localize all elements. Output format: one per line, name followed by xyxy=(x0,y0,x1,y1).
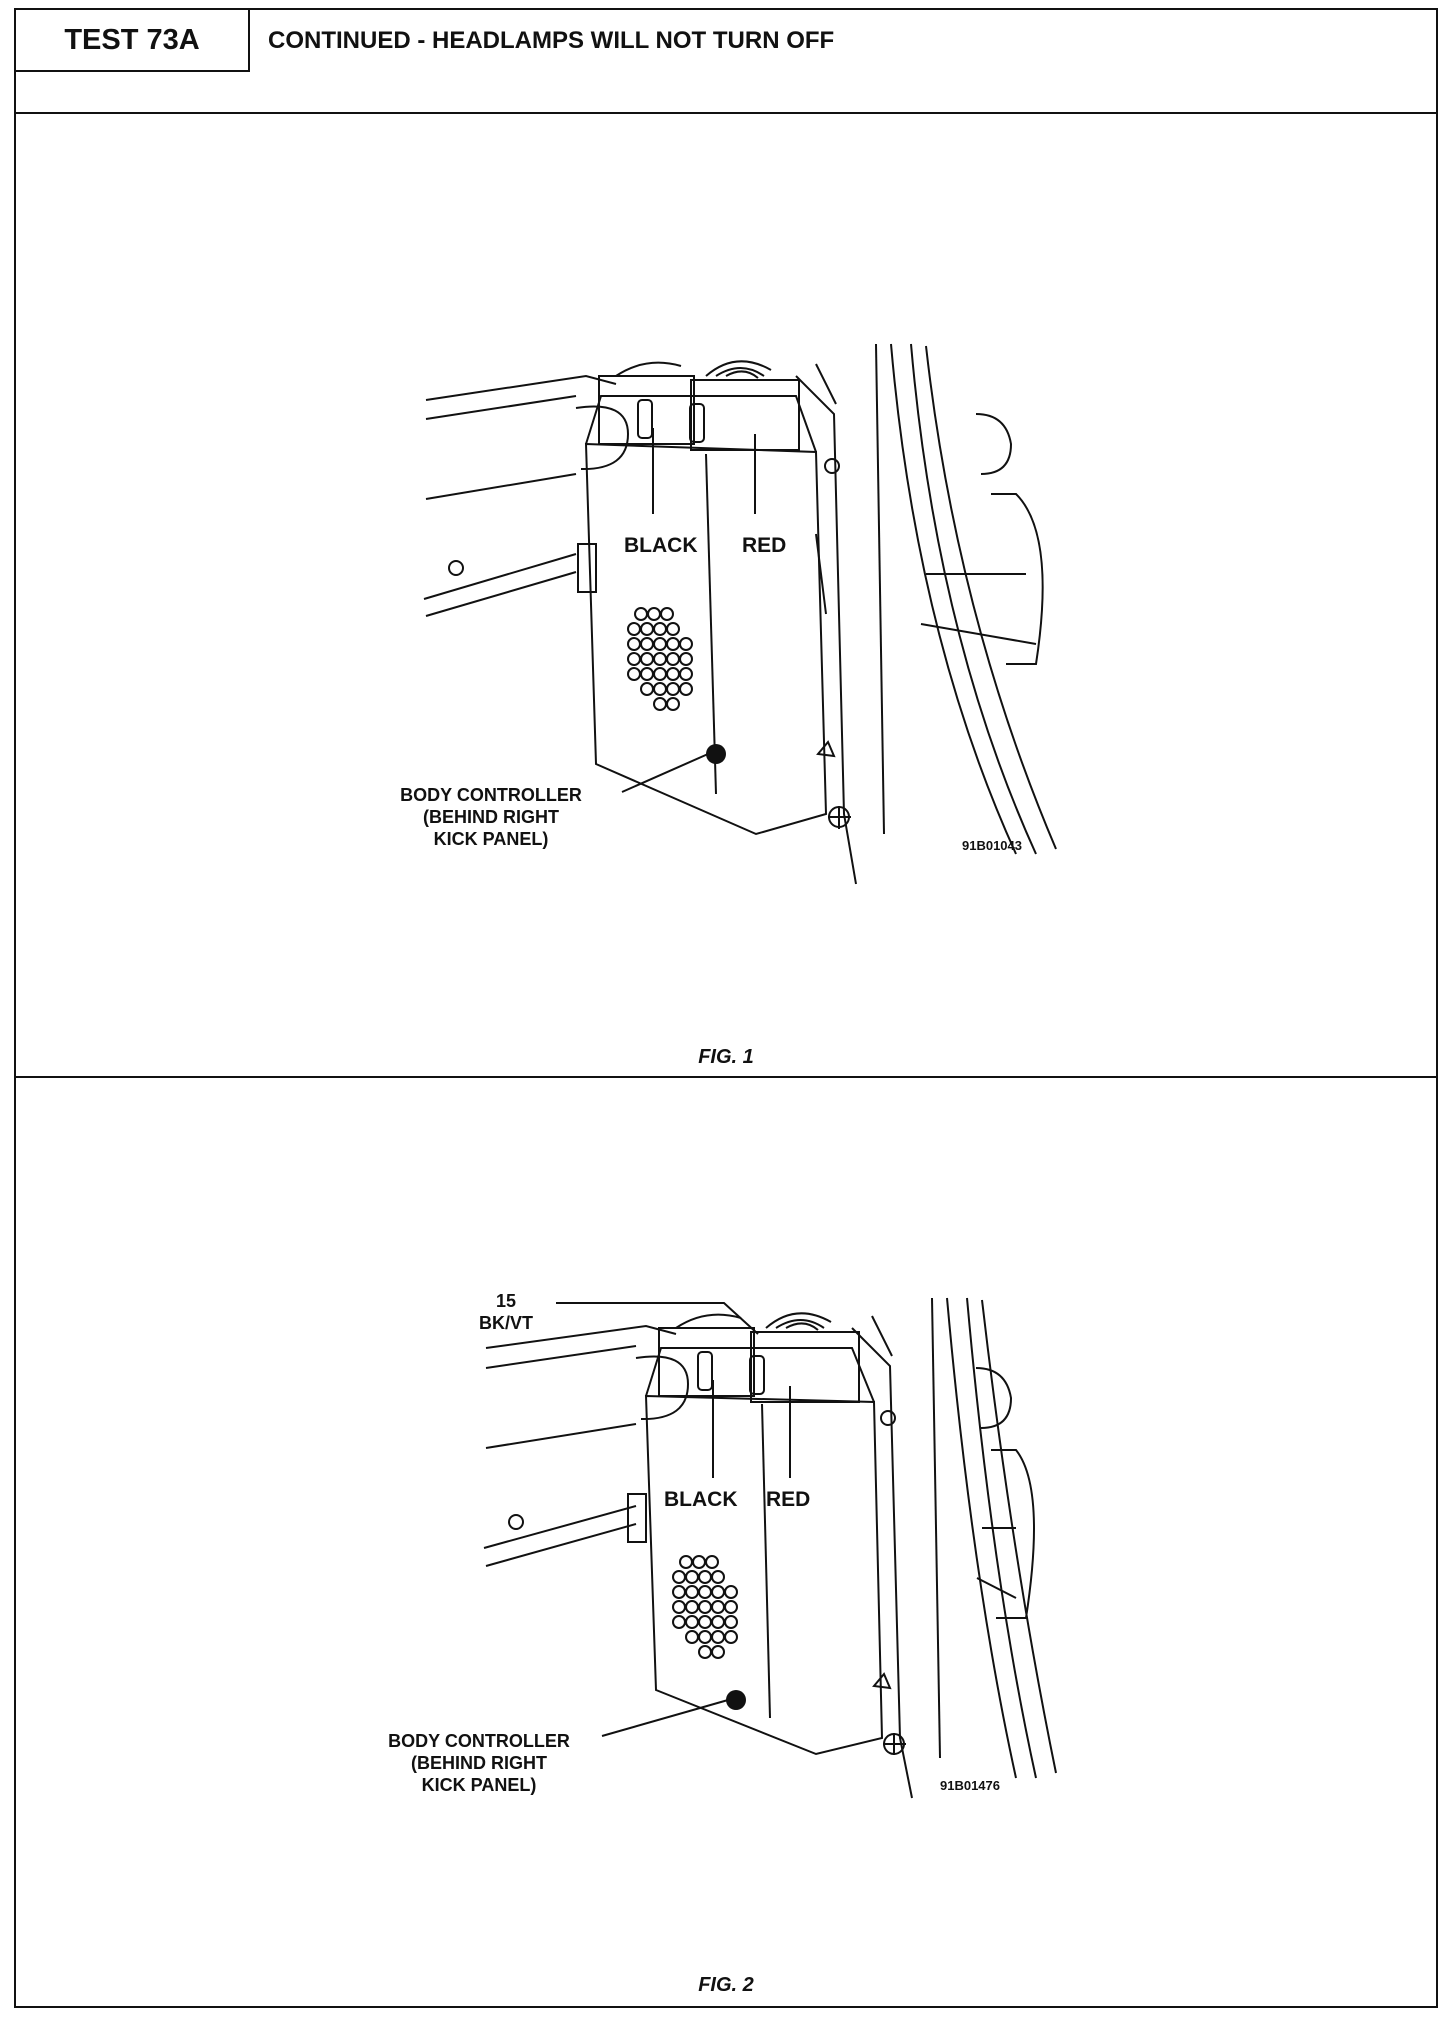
body-controller-illustration xyxy=(483,1297,1057,1799)
callout-line: BODY CONTROLLER xyxy=(400,785,582,805)
callout-line: (BEHIND RIGHT xyxy=(411,1753,547,1773)
callout-line: BODY CONTROLLER xyxy=(388,1731,570,1751)
figure-code: 91B01476 xyxy=(940,1778,1000,1793)
body-controller-callout: BODY CONTROLLER (BEHIND RIGHT KICK PANEL… xyxy=(366,784,616,850)
controller-dot xyxy=(726,1690,746,1710)
wire-color: BK/VT xyxy=(479,1313,533,1333)
label-red: RED xyxy=(742,534,787,557)
body-controller-callout: BODY CONTROLLER (BEHIND RIGHT KICK PANEL… xyxy=(354,1730,604,1796)
vent-holes xyxy=(627,607,693,711)
page-frame: TEST 73A CONTINUED - HEADLAMPS WILL NOT … xyxy=(14,8,1438,2008)
wire-callout: 15 BK/VT xyxy=(466,1290,546,1334)
callout-line: KICK PANEL) xyxy=(433,829,549,849)
wire-number: 15 xyxy=(495,1291,517,1311)
figure-caption: FIG. 2 xyxy=(698,1974,754,1996)
figure-code: 91B01043 xyxy=(962,838,1022,853)
vent-holes xyxy=(672,1555,738,1659)
callout-line: KICK PANEL) xyxy=(421,1775,537,1795)
controller-dot xyxy=(706,744,726,764)
figure-caption: FIG. 1 xyxy=(698,1046,754,1068)
test-id: TEST 73A xyxy=(16,10,250,72)
header: TEST 73A CONTINUED - HEADLAMPS WILL NOT … xyxy=(16,10,1436,114)
label-black: BLACK xyxy=(624,534,698,557)
label-red: RED xyxy=(766,1488,811,1511)
illustration-fig2 xyxy=(483,1297,1057,1799)
body-controller-illustration xyxy=(423,343,1057,885)
figure-1-panel: BLACK RED BODY CONTROLLER (BEHIND RIGHT … xyxy=(16,114,1436,1078)
label-black: BLACK xyxy=(664,1488,738,1511)
figure-2-panel: 15 BK/VT BLACK RED BODY CONTROLLER (BEHI… xyxy=(16,1078,1436,2006)
illustration-fig1 xyxy=(423,343,1057,885)
callout-line: (BEHIND RIGHT xyxy=(423,807,559,827)
page-title: CONTINUED - HEADLAMPS WILL NOT TURN OFF xyxy=(268,27,835,54)
